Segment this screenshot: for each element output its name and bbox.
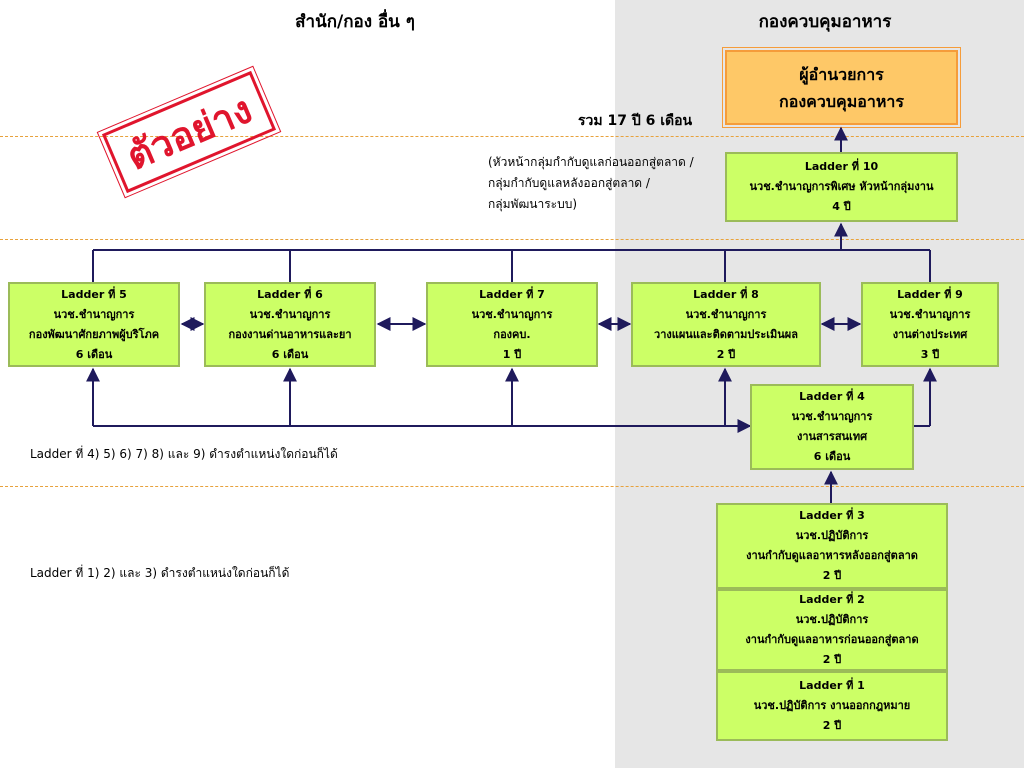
total-duration: รวม 17 ปี 6 เดือน (578, 113, 693, 129)
note-ladders-4-9: Ladder ที่ 4) 5) 6) 7) 8) และ 9) ดำรงตำแ… (30, 447, 338, 461)
ladder-5-box: Ladder ที่ 5 นวช.ชำนาญการ กองพัฒนาศักยภา… (8, 282, 180, 367)
ladder-2-box: Ladder ที่ 2 นวช.ปฏิบัติการ งานกำกับดูแล… (716, 589, 948, 671)
divider-line-bottom (0, 486, 1024, 487)
ladder-9-box: Ladder ที่ 9 นวช.ชำนาญการ งานต่างประเทศ … (861, 282, 999, 367)
ladder-6-box: Ladder ที่ 6 นวช.ชำนาญการ กองงานด่านอาหา… (204, 282, 376, 367)
ladder-10-box: Ladder ที่ 10 นวช.ชำนาญการพิเศษ หัวหน้าก… (725, 152, 958, 222)
ladder-3-box: Ladder ที่ 3 นวช.ปฏิบัติการ งานกำกับดูแล… (716, 503, 948, 589)
ladder-8-box: Ladder ที่ 8 นวช.ชำนาญการ วางแผนและติดตา… (631, 282, 821, 367)
divider-line-top (0, 136, 1024, 137)
ladder-7-box: Ladder ที่ 7 นวช.ชำนาญการ กองคบ. 1 ปี (426, 282, 598, 367)
director-line-2: กองควบคุมอาหาร (779, 91, 904, 111)
ladder-10-note: (หัวหน้ากลุ่มกำกับดูแลก่อนออกสู่ตลาด / ก… (488, 155, 694, 211)
right-column-header: กองควบคุมอาหาร (758, 12, 892, 32)
ladder-4-box: Ladder ที่ 4 นวช.ชำนาญการ งานสารสนเทศ 6 … (750, 384, 914, 470)
left-column-header: สำนัก/กอง อื่น ๆ (295, 12, 415, 32)
note-ladders-1-3: Ladder ที่ 1) 2) และ 3) ดำรงตำแหน่งใดก่อ… (30, 566, 290, 580)
divider-line-middle (0, 239, 1024, 240)
director-line-1: ผู้อำนวยการ (799, 64, 884, 84)
director-box: ผู้อำนวยการ กองควบคุมอาหาร (722, 47, 961, 128)
ladder-1-box: Ladder ที่ 1 นวช.ปฏิบัติการ งานออกกฎหมาย… (716, 671, 948, 741)
